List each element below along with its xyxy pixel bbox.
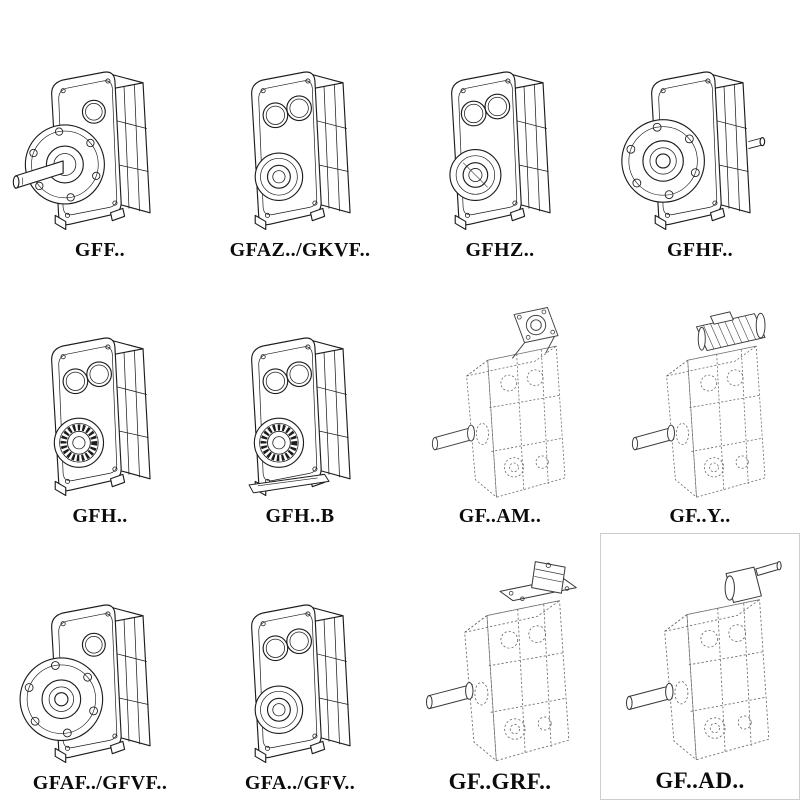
model-label: GFH..B <box>265 505 335 528</box>
model-label: GFHZ.. <box>465 238 535 261</box>
catalog-cell-gfaz-gkvf: GFAZ../GKVF.. <box>200 0 400 267</box>
catalog-cell-gf-ad: GF..AD.. <box>600 533 800 800</box>
catalog-cell-gff: GFF.. <box>0 0 200 267</box>
catalog-cell-gfh: GFH.. <box>0 267 200 534</box>
gearbox-drawing-adapter-plate <box>404 556 596 770</box>
gearbox-drawing-shrink-disc <box>411 38 589 240</box>
gearbox-drawing-hollow-shaft <box>211 38 389 240</box>
catalog-cell-gfhf: GFHF.. <box>600 0 800 267</box>
catalog-cell-gfhz: GFHZ.. <box>400 0 600 267</box>
model-label: GF..AM.. <box>458 505 542 528</box>
model-label: GFAZ../GKVF.. <box>229 238 371 261</box>
catalog-cell-gf-am: GF..AM.. <box>400 267 600 534</box>
model-label: GFF.. <box>74 238 126 261</box>
model-label: GF..Y.. <box>669 505 731 528</box>
gearbox-drawing-hollow-shaft <box>211 571 389 773</box>
gearbox-drawing-flange-shaft <box>11 38 189 240</box>
model-label: GF..GRF.. <box>448 768 552 794</box>
gearbox-drawing-motor-mounted <box>611 304 789 506</box>
gearbox-drawing-flange-hollow-center <box>11 571 189 773</box>
model-label: GFAF../GFVF.. <box>32 771 168 794</box>
model-label: GFH.. <box>72 505 128 528</box>
catalog-cell-gfh-b: GFH..B <box>200 267 400 534</box>
catalog-cell-gf-grf: GF..GRF.. <box>400 533 600 800</box>
catalog-cell-gfaf-gfvf: GFAF../GFVF.. <box>0 533 200 800</box>
catalog-cell-gfa-gfv: GFA../GFV.. <box>200 533 400 800</box>
catalog-cell-gf-y: GF..Y.. <box>600 267 800 534</box>
model-label: GF..AD.. <box>655 767 745 793</box>
gearbox-drawing-input-adapter <box>604 555 796 769</box>
gearbox-drawing-bearing-foot <box>211 304 389 506</box>
gearbox-drawing-iec-adapter <box>411 304 589 506</box>
model-label: GFA../GFV.. <box>244 771 356 794</box>
gearbox-drawing-bearing <box>11 304 189 506</box>
model-label: GFHF.. <box>666 238 734 261</box>
gearbox-drawing-flange-hollow <box>611 38 789 240</box>
